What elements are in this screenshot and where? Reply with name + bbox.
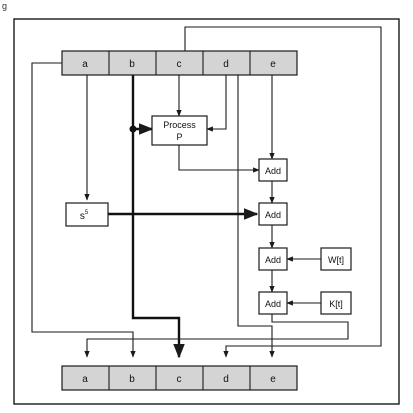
wire-process-to-add1 [178,145,260,173]
output-word-b: b [129,374,135,385]
adder-2: Add [258,202,288,226]
wire-add4-to-out-a [84,314,349,358]
input-word-b: b [129,59,135,70]
shift-exponent: 5 [85,210,89,216]
input-word-a: a [82,59,88,70]
junction-dot [129,125,137,133]
adder-1-label: Add [265,166,281,176]
process-box: Process P [151,115,208,146]
caption-text: g [2,1,7,11]
diagram-frame [13,18,400,405]
process-label-line1: Process [163,120,196,130]
wire-d-to-process [206,75,227,132]
w-input-label: W[t] [328,255,344,265]
output-word-a: a [82,374,88,385]
wire-c-to-out-d [184,26,382,358]
k-input-label: K[t] [329,299,343,309]
input-word-c: c [177,59,182,70]
wire-b-to-out-c [131,75,185,359]
adder-2-label: Add [265,210,281,220]
process-label-line2: P [176,132,182,142]
shift-box: s5 [65,202,109,227]
wires [31,26,382,359]
wire-d-to-out-e [237,75,275,358]
shift-base: s [80,211,85,222]
w-input-box: W[t] [320,247,352,271]
input-word-e: e [270,59,276,70]
shift-label: s5 [80,210,89,222]
output-word-d: d [223,374,229,385]
wire-a-to-out-b [31,62,136,358]
adder-3-label: Add [265,255,281,265]
adder-3: Add [258,247,288,271]
input-word-d: d [223,59,229,70]
input-register: a b c d e [61,50,298,76]
adder-1: Add [258,158,288,182]
adder-4: Add [258,291,288,315]
output-register: a b c d e [61,365,298,391]
k-input-box: K[t] [320,291,352,315]
output-word-e: e [270,374,276,385]
adder-4-label: Add [265,299,281,309]
output-word-c: c [177,374,182,385]
